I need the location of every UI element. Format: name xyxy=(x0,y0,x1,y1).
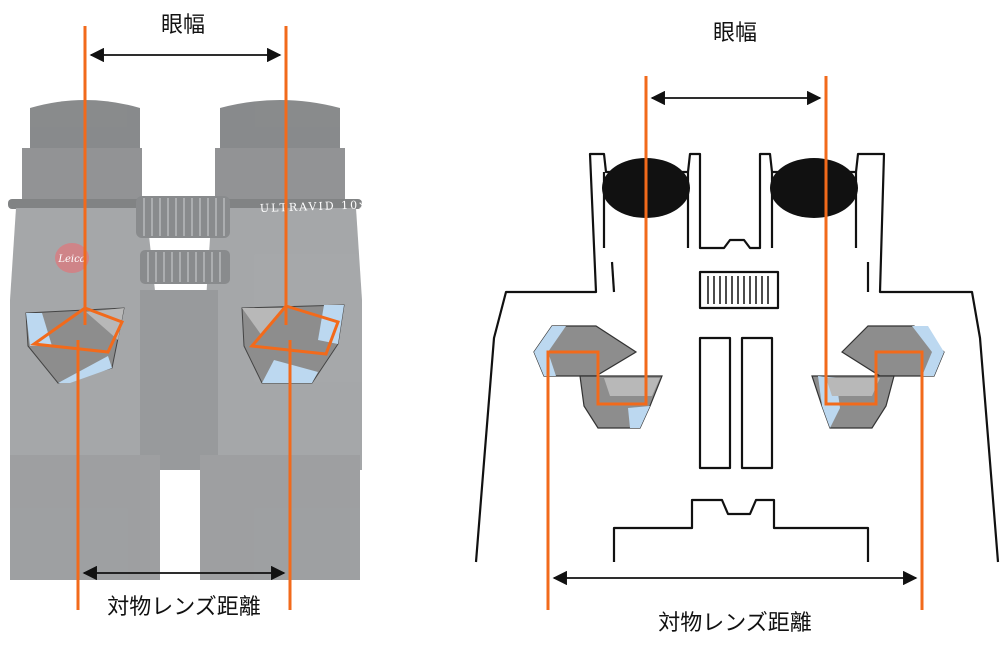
left-light-path-right xyxy=(249,304,340,356)
focus-knob-lower xyxy=(140,250,230,284)
right-objective-distance-label: 対物レンズ距離 xyxy=(658,611,812,636)
schematic-eyepiece-lens-right xyxy=(770,158,858,218)
right-eyecup xyxy=(220,100,340,156)
left-prism-left xyxy=(25,307,125,384)
focus-knob-ridges xyxy=(143,198,225,236)
brand-logo-text: Leica xyxy=(57,254,85,265)
schematic-focus-knob-ridges xyxy=(707,276,769,304)
right-eyepiece-barrel xyxy=(215,148,345,203)
hinge-bridge xyxy=(140,290,218,470)
left-eye-width-label: 眼幅 xyxy=(161,13,205,38)
left-objective-barrel xyxy=(10,455,160,580)
objective-gap xyxy=(160,480,200,580)
schematic-light-path-left xyxy=(546,350,648,610)
right-objective-barrel xyxy=(200,455,360,580)
schematic-prism-right xyxy=(811,325,945,429)
left-objective-distance-label: 対物レンズ距離 xyxy=(107,595,261,620)
left-light-path-left xyxy=(29,306,125,354)
binocular-schematic xyxy=(474,152,1000,563)
schematic-light-path-right xyxy=(824,350,924,610)
schematic-objective-bridge xyxy=(612,498,870,562)
brand-logo xyxy=(55,243,89,273)
schematic-outline xyxy=(474,152,1000,563)
right-eye-width-label: 眼幅 xyxy=(713,21,757,46)
left-prism-right xyxy=(241,304,345,384)
schematic-hinge-left xyxy=(698,336,732,470)
left-eyepiece-ring xyxy=(8,199,148,209)
focus-knob-lower-ridges xyxy=(147,252,221,282)
schematic-hinge-right xyxy=(740,336,774,470)
left-eyepiece-barrel xyxy=(22,148,142,203)
schematic-focus-knob xyxy=(698,270,780,310)
